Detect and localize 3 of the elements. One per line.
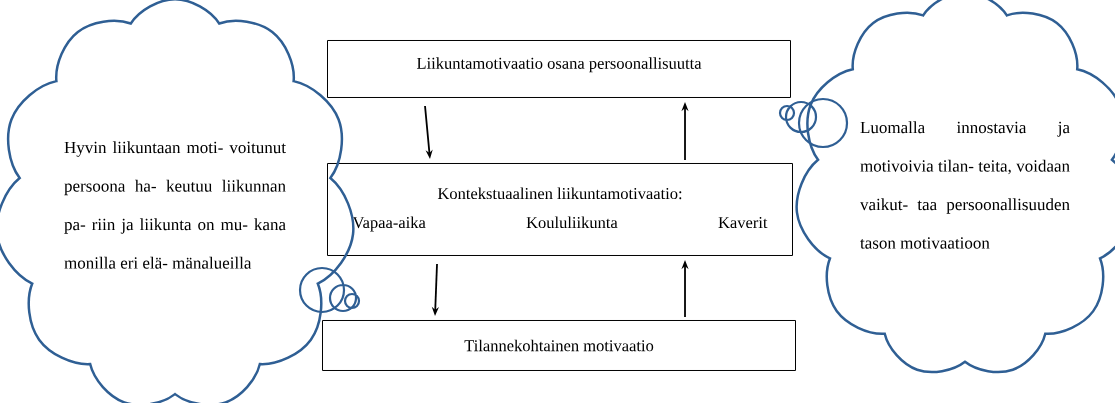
text-box: Tilannekohtainen motivaatio [322, 320, 796, 371]
thought-cloud: Luomalla innostavia ja motivoivia tilan- teita, voidaan vaikut- taa persoonallisuuden tason motivaatioon [795, 0, 1115, 374]
text-box: Liikuntamotivaatio osana persoonallisuutta [327, 40, 791, 98]
